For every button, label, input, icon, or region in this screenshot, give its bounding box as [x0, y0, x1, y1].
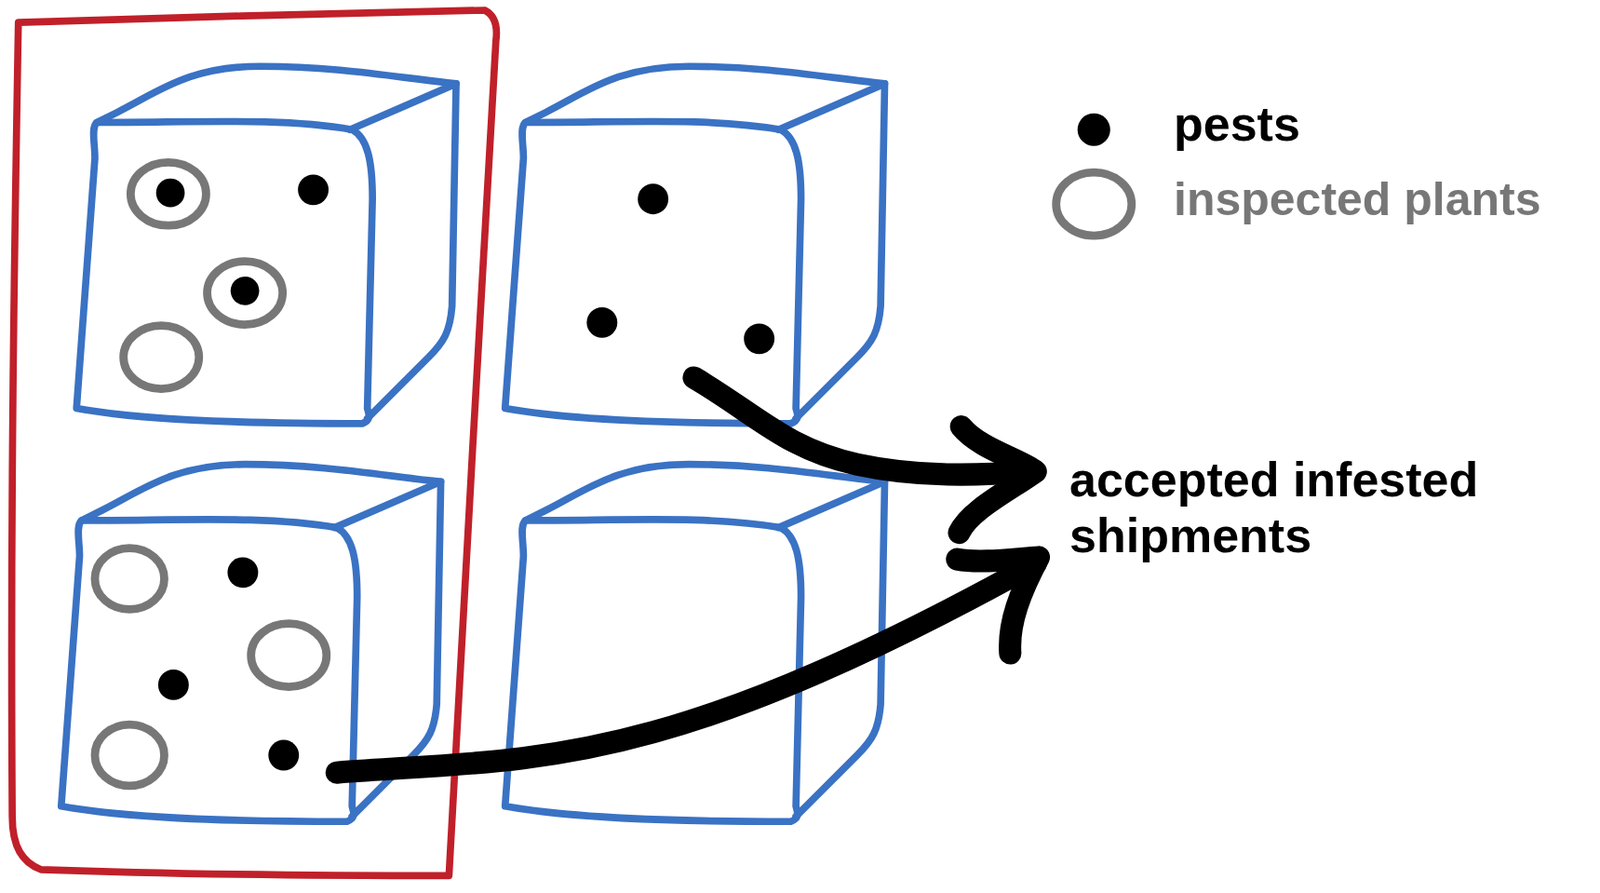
inspected-plants	[94, 161, 327, 786]
legend-text: pests	[1173, 96, 1301, 153]
leader-arrows	[336, 377, 1039, 773]
shipment-cube	[505, 464, 886, 822]
annotation-label: accepted infested shipments	[1069, 452, 1573, 565]
legend-text: inspected plants	[1173, 173, 1542, 228]
pests	[156, 174, 775, 770]
legend-swatch	[1056, 172, 1132, 236]
group-outline	[12, 10, 498, 875]
shipment-cube	[76, 66, 457, 424]
legend-swatch	[1077, 113, 1111, 147]
